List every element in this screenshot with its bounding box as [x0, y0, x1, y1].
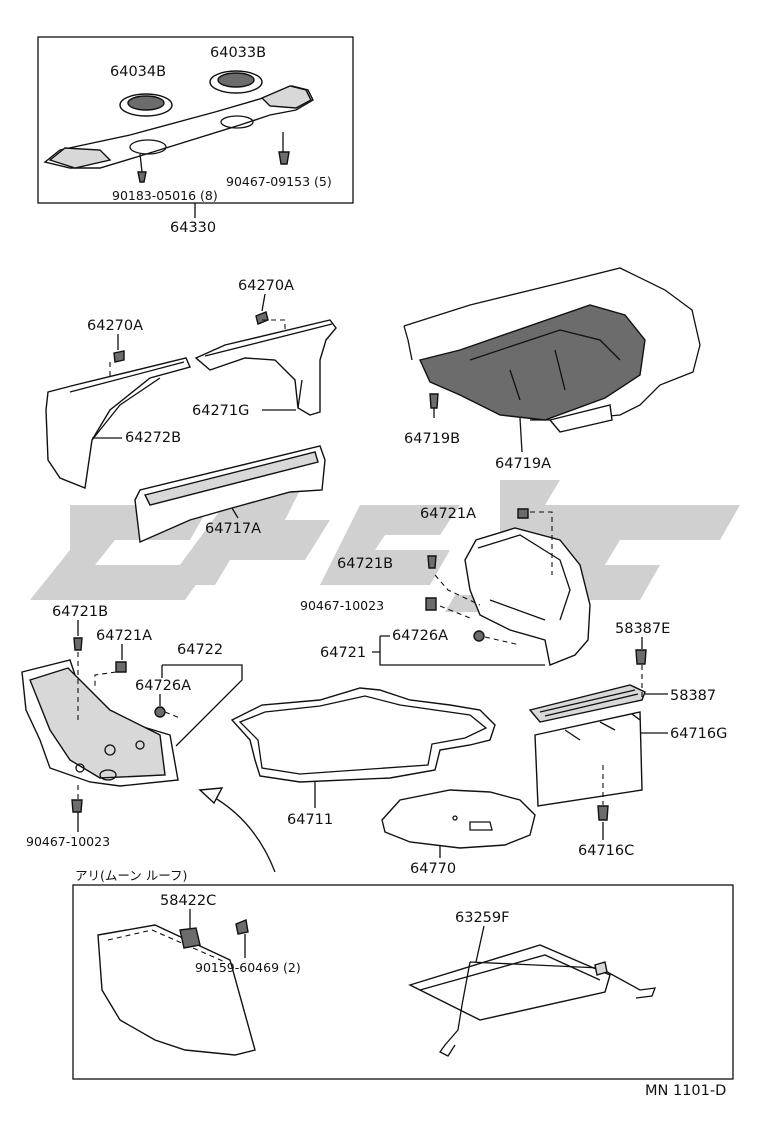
label-64033B: 64033B [210, 45, 266, 61]
label-64721B-left: 64721B [52, 604, 108, 620]
speaker-grille-64034B [119, 93, 173, 117]
clip-90467-10023-left-icon [71, 799, 83, 813]
label-64716C: 64716C [578, 843, 634, 859]
package-tray-64330 [43, 85, 314, 173]
clip-58422C-icon [179, 927, 201, 949]
clip-64721A-left-icon [115, 661, 127, 673]
label-64721B-mid: 64721B [337, 556, 393, 572]
label-63259F: 63259F [455, 910, 509, 926]
label-64721A-mid: 64721A [420, 506, 476, 522]
label-64726A-left: 64726A [135, 678, 191, 694]
trunk-mat-64711 [230, 687, 496, 783]
cover-sheet-63259F [408, 944, 656, 1057]
clip-64716C-icon [597, 805, 609, 821]
label-64272B: 64272B [125, 430, 181, 446]
label-64034B: 64034B [110, 64, 166, 80]
trim-64272B [45, 357, 191, 489]
label-64711: 64711 [287, 812, 333, 828]
label-58387E: 58387E [615, 621, 670, 637]
label-64721: 64721 [320, 645, 366, 661]
label-90183: 90183-05016 (8) [112, 188, 218, 203]
label-64717A: 64717A [205, 521, 261, 537]
label-64721A-left: 64721A [96, 628, 152, 644]
trim-64721 [464, 527, 591, 666]
speaker-grille-64033B [209, 70, 263, 94]
label-90159: 90159-60469 (2) [195, 960, 301, 975]
trim-64717A [134, 445, 326, 544]
label-64270A-left: 64270A [87, 318, 143, 334]
screw-90159-icon [235, 919, 249, 935]
label-64770: 64770 [410, 861, 456, 877]
clip-64270A-left-icon [113, 350, 125, 363]
label-64722: 64722 [177, 642, 223, 658]
label-58422C: 58422C [160, 893, 216, 909]
label-64271G: 64271G [192, 403, 249, 419]
label-64726A-mid: 64726A [392, 628, 448, 644]
label-moon-roof: アリ(ムーン ルーフ) [75, 868, 187, 883]
panel-64716G [534, 711, 643, 807]
clip-90467-09153-icon [278, 151, 290, 165]
clip-64721A-mid-icon [517, 508, 529, 519]
scuff-plate-58387 [528, 684, 646, 723]
trim-64722 [21, 659, 179, 787]
clip-64721B-mid-icon [427, 555, 437, 569]
label-90467-09153: 90467-09153 (5) [226, 174, 332, 189]
clip-64719B-icon [429, 393, 439, 418]
label-90467-10023-mid: 90467-10023 [300, 598, 384, 613]
label-90467-10023-left: 90467-10023 [26, 834, 110, 849]
label-64270A-top: 64270A [238, 278, 294, 294]
clip-64721B-left-icon [73, 637, 83, 651]
label-58387: 58387 [670, 688, 716, 704]
trim-64271G [194, 319, 337, 416]
label-64716G: 64716G [670, 726, 727, 742]
clip-64270A-top-icon [255, 311, 269, 325]
label-64719A: 64719A [495, 456, 551, 472]
clip-64726A-left-icon [154, 706, 166, 718]
label-64330: 64330 [170, 220, 216, 236]
moon-roof-frame [72, 884, 734, 1080]
clip-58387E-icon [635, 649, 647, 665]
trunk-lid-trim-64719A [419, 304, 646, 433]
label-64719B: 64719B [404, 431, 460, 447]
clip-90467-10023-mid-icon [425, 597, 437, 611]
trim-panel-58422C [97, 924, 256, 1056]
spare-cover-64770 [381, 789, 536, 849]
clip-64726A-mid-icon [473, 630, 485, 642]
watermark-logo [30, 470, 740, 612]
arrow-icon [198, 787, 276, 873]
trunk-lid [403, 267, 701, 421]
diagram-code: MN 1101-D [645, 1083, 726, 1099]
clip-90183-icon [137, 171, 147, 183]
